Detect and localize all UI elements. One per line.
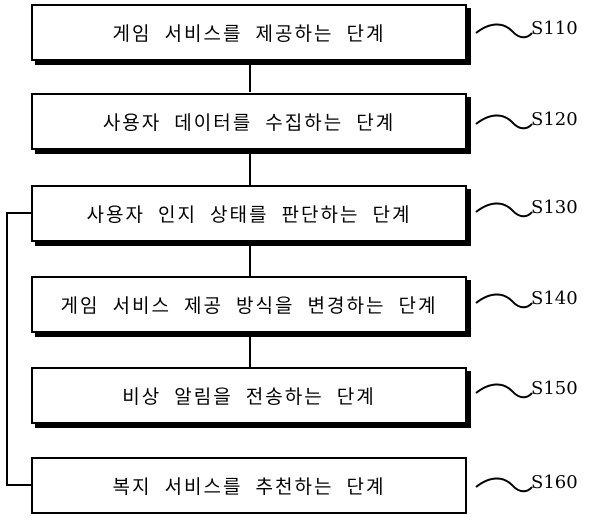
step-text-s150: 비상 알림을 전송하는 단계 — [122, 386, 376, 408]
step-label-s120: S120 — [531, 109, 578, 130]
step-box-s130: 사용자 인지 상태를 판단하는 단계 — [31, 185, 467, 242]
connector-s130-s160-bypass — [6, 212, 31, 486]
step-box-s120: 사용자 데이터를 수집하는 단계 — [31, 93, 467, 150]
leader-s150 — [475, 383, 533, 399]
step-box-s150: 비상 알림을 전송하는 단계 — [31, 367, 467, 424]
step-label-s130: S130 — [531, 197, 578, 218]
step-label-s140: S140 — [531, 288, 578, 309]
step-box-s160: 복지 서비스를 추천하는 단계 — [31, 457, 467, 514]
step-box-s110: 게임 서비스를 제공하는 단계 — [31, 4, 467, 61]
step-text-s140: 게임 서비스 제공 방식을 변경하는 단계 — [60, 295, 438, 317]
leader-s130 — [475, 202, 533, 218]
step-text-s160: 복지 서비스를 추천하는 단계 — [112, 476, 386, 498]
leader-s110 — [475, 23, 533, 39]
step-label-s110: S110 — [531, 18, 578, 39]
leader-s160 — [475, 477, 533, 493]
leader-s140 — [475, 293, 533, 309]
step-label-s160: S160 — [531, 472, 578, 493]
step-box-s140: 게임 서비스 제공 방식을 변경하는 단계 — [31, 276, 467, 333]
step-text-s120: 사용자 데이터를 수집하는 단계 — [102, 112, 396, 134]
step-text-s130: 사용자 인지 상태를 판단하는 단계 — [86, 204, 412, 226]
leader-s120 — [475, 114, 533, 130]
step-text-s110: 게임 서비스를 제공하는 단계 — [112, 23, 386, 45]
step-label-s150: S150 — [531, 378, 578, 399]
